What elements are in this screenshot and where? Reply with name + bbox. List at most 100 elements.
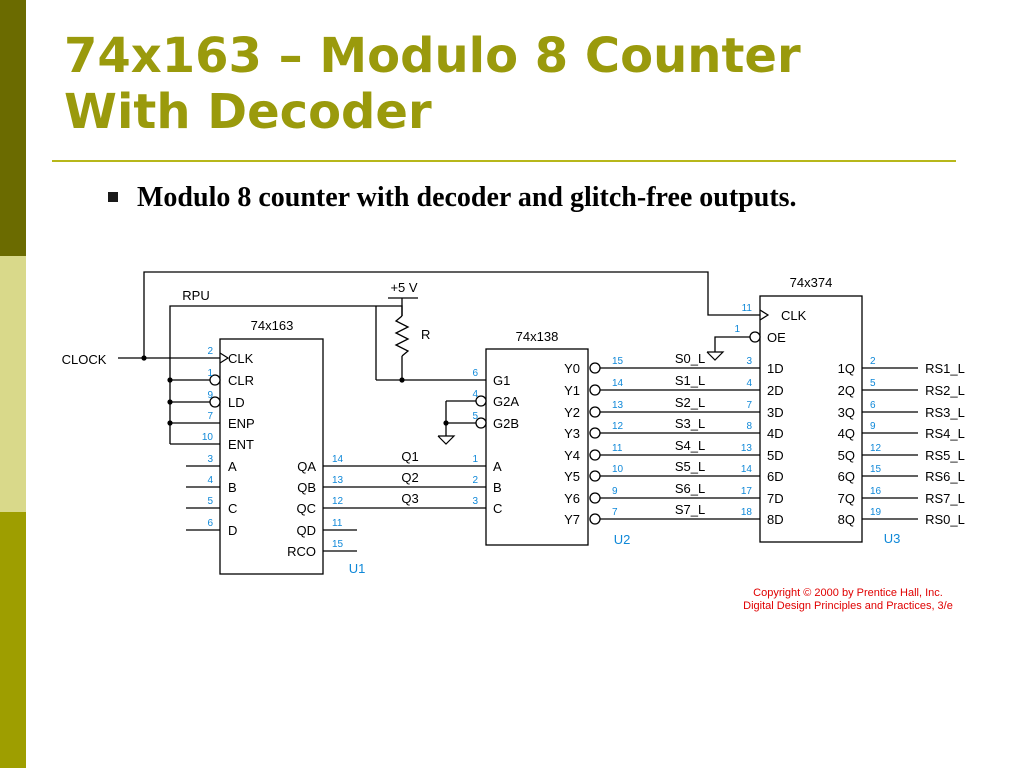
inversion-bubble: [209, 396, 221, 408]
u1-pin-number: 11: [332, 518, 343, 529]
inversion-bubble: [589, 384, 601, 396]
u3-pin-name: 4Q: [838, 426, 855, 441]
clock-label: CLOCK: [62, 352, 107, 367]
sidebar-decoration: [0, 0, 26, 768]
inversion-bubble: [589, 427, 601, 439]
u2-pin-number: 10: [612, 464, 624, 475]
u3-pin-number: 16: [870, 486, 882, 497]
inversion-bubble: [209, 374, 221, 386]
u3-pin-number: 1: [734, 324, 740, 335]
inversion-bubble: [475, 395, 487, 407]
bullet-text: Modulo 8 counter with decoder and glitch…: [137, 182, 797, 213]
u1-pin-name: CLK: [228, 351, 254, 366]
u1-pin-name: B: [228, 480, 237, 495]
u1-pin-name: QB: [297, 480, 316, 495]
u1-pin-name: QA: [297, 459, 316, 474]
s-net-label: S2_L: [675, 395, 705, 410]
u3-pin-name: 8D: [767, 512, 784, 527]
u3-pin-name: 6D: [767, 469, 784, 484]
u1-pin-number: 6: [207, 518, 213, 529]
q-net-label: Q3: [401, 491, 418, 506]
inversion-bubble: [589, 513, 601, 525]
u1-pin-name: ENT: [228, 437, 254, 452]
u3-pin-number: 3: [746, 356, 752, 367]
u2-pin-name: Y7: [564, 512, 580, 527]
ground-icon: [706, 351, 725, 361]
s-net-label: S6_L: [675, 481, 705, 496]
junction-dot: [399, 377, 405, 383]
u3-pin-name: 3Q: [838, 405, 855, 420]
u1-pin-number: 12: [332, 496, 344, 507]
u3-pin-name: CLK: [781, 308, 807, 323]
u2-pin-name: B: [493, 480, 502, 495]
clock-to-u3-wire: [143, 271, 760, 358]
u2-pin-number: 11: [612, 443, 623, 454]
u1-pin-number: 1: [207, 368, 213, 379]
u3-pin-number: 11: [742, 303, 753, 314]
u2-pin-name: Y4: [564, 448, 580, 463]
u1-pin-name: RCO: [287, 544, 316, 559]
s-net-label: S0_L: [675, 351, 705, 366]
rs-net-label: RS1_L: [925, 361, 965, 376]
inversion-bubble: [589, 362, 601, 374]
u3-pin-number: 2: [870, 356, 876, 367]
u3-pin-number: 5: [870, 378, 876, 389]
u3-pin-number: 15: [870, 464, 882, 475]
q-net-label: Q1: [401, 449, 418, 464]
u2-pin-number: 2: [472, 475, 478, 486]
title-line-1: 74x163 – Modulo 8 Counter: [64, 28, 801, 84]
resistor-symbol: [394, 315, 410, 357]
u2-pin-name: Y6: [564, 491, 580, 506]
u3-pin-number: 8: [746, 421, 752, 432]
u3-pin-name: 7D: [767, 491, 784, 506]
u2-pin-number: 3: [472, 496, 478, 507]
u2-pin-name: Y1: [564, 383, 580, 398]
u2-pin-number: 9: [612, 486, 618, 497]
u1-pin-number: 3: [207, 454, 213, 465]
s-net-label: S5_L: [675, 459, 705, 474]
u3-pin-number: 7: [746, 400, 752, 411]
resistor-label: R: [421, 327, 430, 342]
title-divider: [52, 160, 956, 162]
u1-pin-number: 10: [202, 432, 214, 443]
u3-pin-number: 19: [870, 507, 882, 518]
u3-pin-number: 14: [741, 464, 753, 475]
u3-pin-number: 13: [741, 443, 753, 454]
u1-pin-name: CLR: [228, 373, 254, 388]
u3-pin-number: 17: [741, 486, 753, 497]
inversion-bubble: [589, 470, 601, 482]
rs-net-label: RS4_L: [925, 426, 965, 441]
inversion-bubble: [749, 331, 761, 343]
u2-pin-name: Y5: [564, 469, 580, 484]
u2-pin-name: G2A: [493, 394, 519, 409]
u3-pin-number: 9: [870, 421, 876, 432]
u2-pin-number: 15: [612, 356, 624, 367]
u2-pin-number: 6: [472, 368, 478, 379]
u1-pin-number: 9: [207, 390, 213, 401]
s-net-label: S1_L: [675, 373, 705, 388]
junction-dot: [443, 420, 449, 426]
u1-pin-name: D: [228, 523, 237, 538]
u3-pin-name: 3D: [767, 405, 784, 420]
inversion-bubble: [475, 417, 487, 429]
u2-pin-name: Y3: [564, 426, 580, 441]
chip-74x138-part: 74x138: [516, 329, 559, 344]
u1-pin-number: 2: [207, 346, 213, 357]
u1-pin-name: QC: [297, 501, 317, 516]
oe-ground-wire: [714, 336, 750, 352]
u1-pin-name: ENP: [228, 416, 255, 431]
u1-pin-number: 7: [207, 411, 213, 422]
u3-pin-name: OE: [767, 330, 786, 345]
u1-pin-number: 14: [332, 454, 344, 465]
chip-74x374: [759, 295, 863, 543]
rs-net-label: RS2_L: [925, 383, 965, 398]
junction-dot: [167, 399, 173, 405]
u3-pin-number: 4: [746, 378, 752, 389]
u2-pin-number: 13: [612, 400, 624, 411]
copyright-line-1: Copyright © 2000 by Prentice Hall, Inc.: [753, 587, 943, 599]
s-net-label: S3_L: [675, 416, 705, 431]
chip-u1-ref: U1: [349, 561, 366, 576]
u2-pin-number: 7: [612, 507, 618, 518]
